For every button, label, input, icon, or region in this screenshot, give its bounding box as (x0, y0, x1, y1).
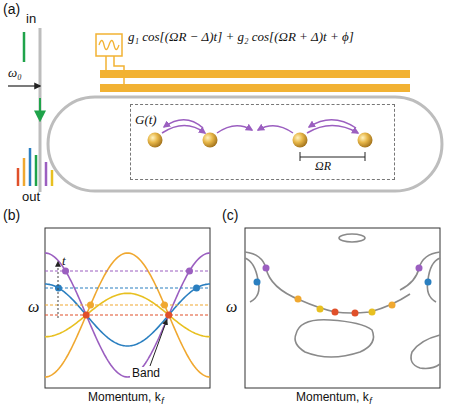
bus-waveguide (39, 28, 42, 192)
panel-label: (a) (3, 2, 20, 17)
input-spectrum-line (23, 32, 26, 62)
wire (114, 56, 124, 86)
frequency-label: ω₀ (8, 66, 22, 80)
axis-subscript: f (369, 397, 372, 407)
axis-label: ω (28, 298, 39, 316)
time-label: t (62, 254, 66, 268)
electrode (100, 70, 410, 78)
lattice-sites (148, 133, 373, 148)
axis-subscript: f (161, 397, 164, 407)
input-arrow (39, 98, 41, 120)
drive-formula: g₁ cos[(ΩR − Δ)t] + g₂ cos[(ΩR + Δ)t + ϕ… (128, 30, 354, 44)
spacing-bracket (300, 152, 365, 161)
spacing-label: ΩR (315, 160, 331, 173)
racetrack-resonator (48, 97, 442, 191)
electrode (100, 84, 410, 92)
band-label: Band (130, 367, 162, 380)
coupling-arcs (162, 120, 358, 133)
panel-c-plot (245, 228, 440, 388)
axis-label: Momentum, k (88, 391, 161, 404)
frequency-axis-arrow (8, 85, 40, 86)
panel-label: (b) (3, 208, 20, 223)
coupling-label: G(t) (135, 113, 157, 127)
axis-label: Momentum, k (296, 391, 369, 404)
panel-b-plot (45, 228, 210, 388)
panel-a-art (8, 28, 442, 192)
signal-source (96, 34, 122, 56)
sine-wave (99, 41, 119, 50)
panel-label: (c) (222, 208, 238, 223)
wire (105, 56, 107, 72)
lattice-box: G(t) ΩR (130, 104, 395, 180)
port-label: out (22, 190, 40, 204)
port-label: in (26, 12, 36, 26)
axis-label: ω (226, 298, 237, 316)
output-comb (18, 148, 52, 186)
